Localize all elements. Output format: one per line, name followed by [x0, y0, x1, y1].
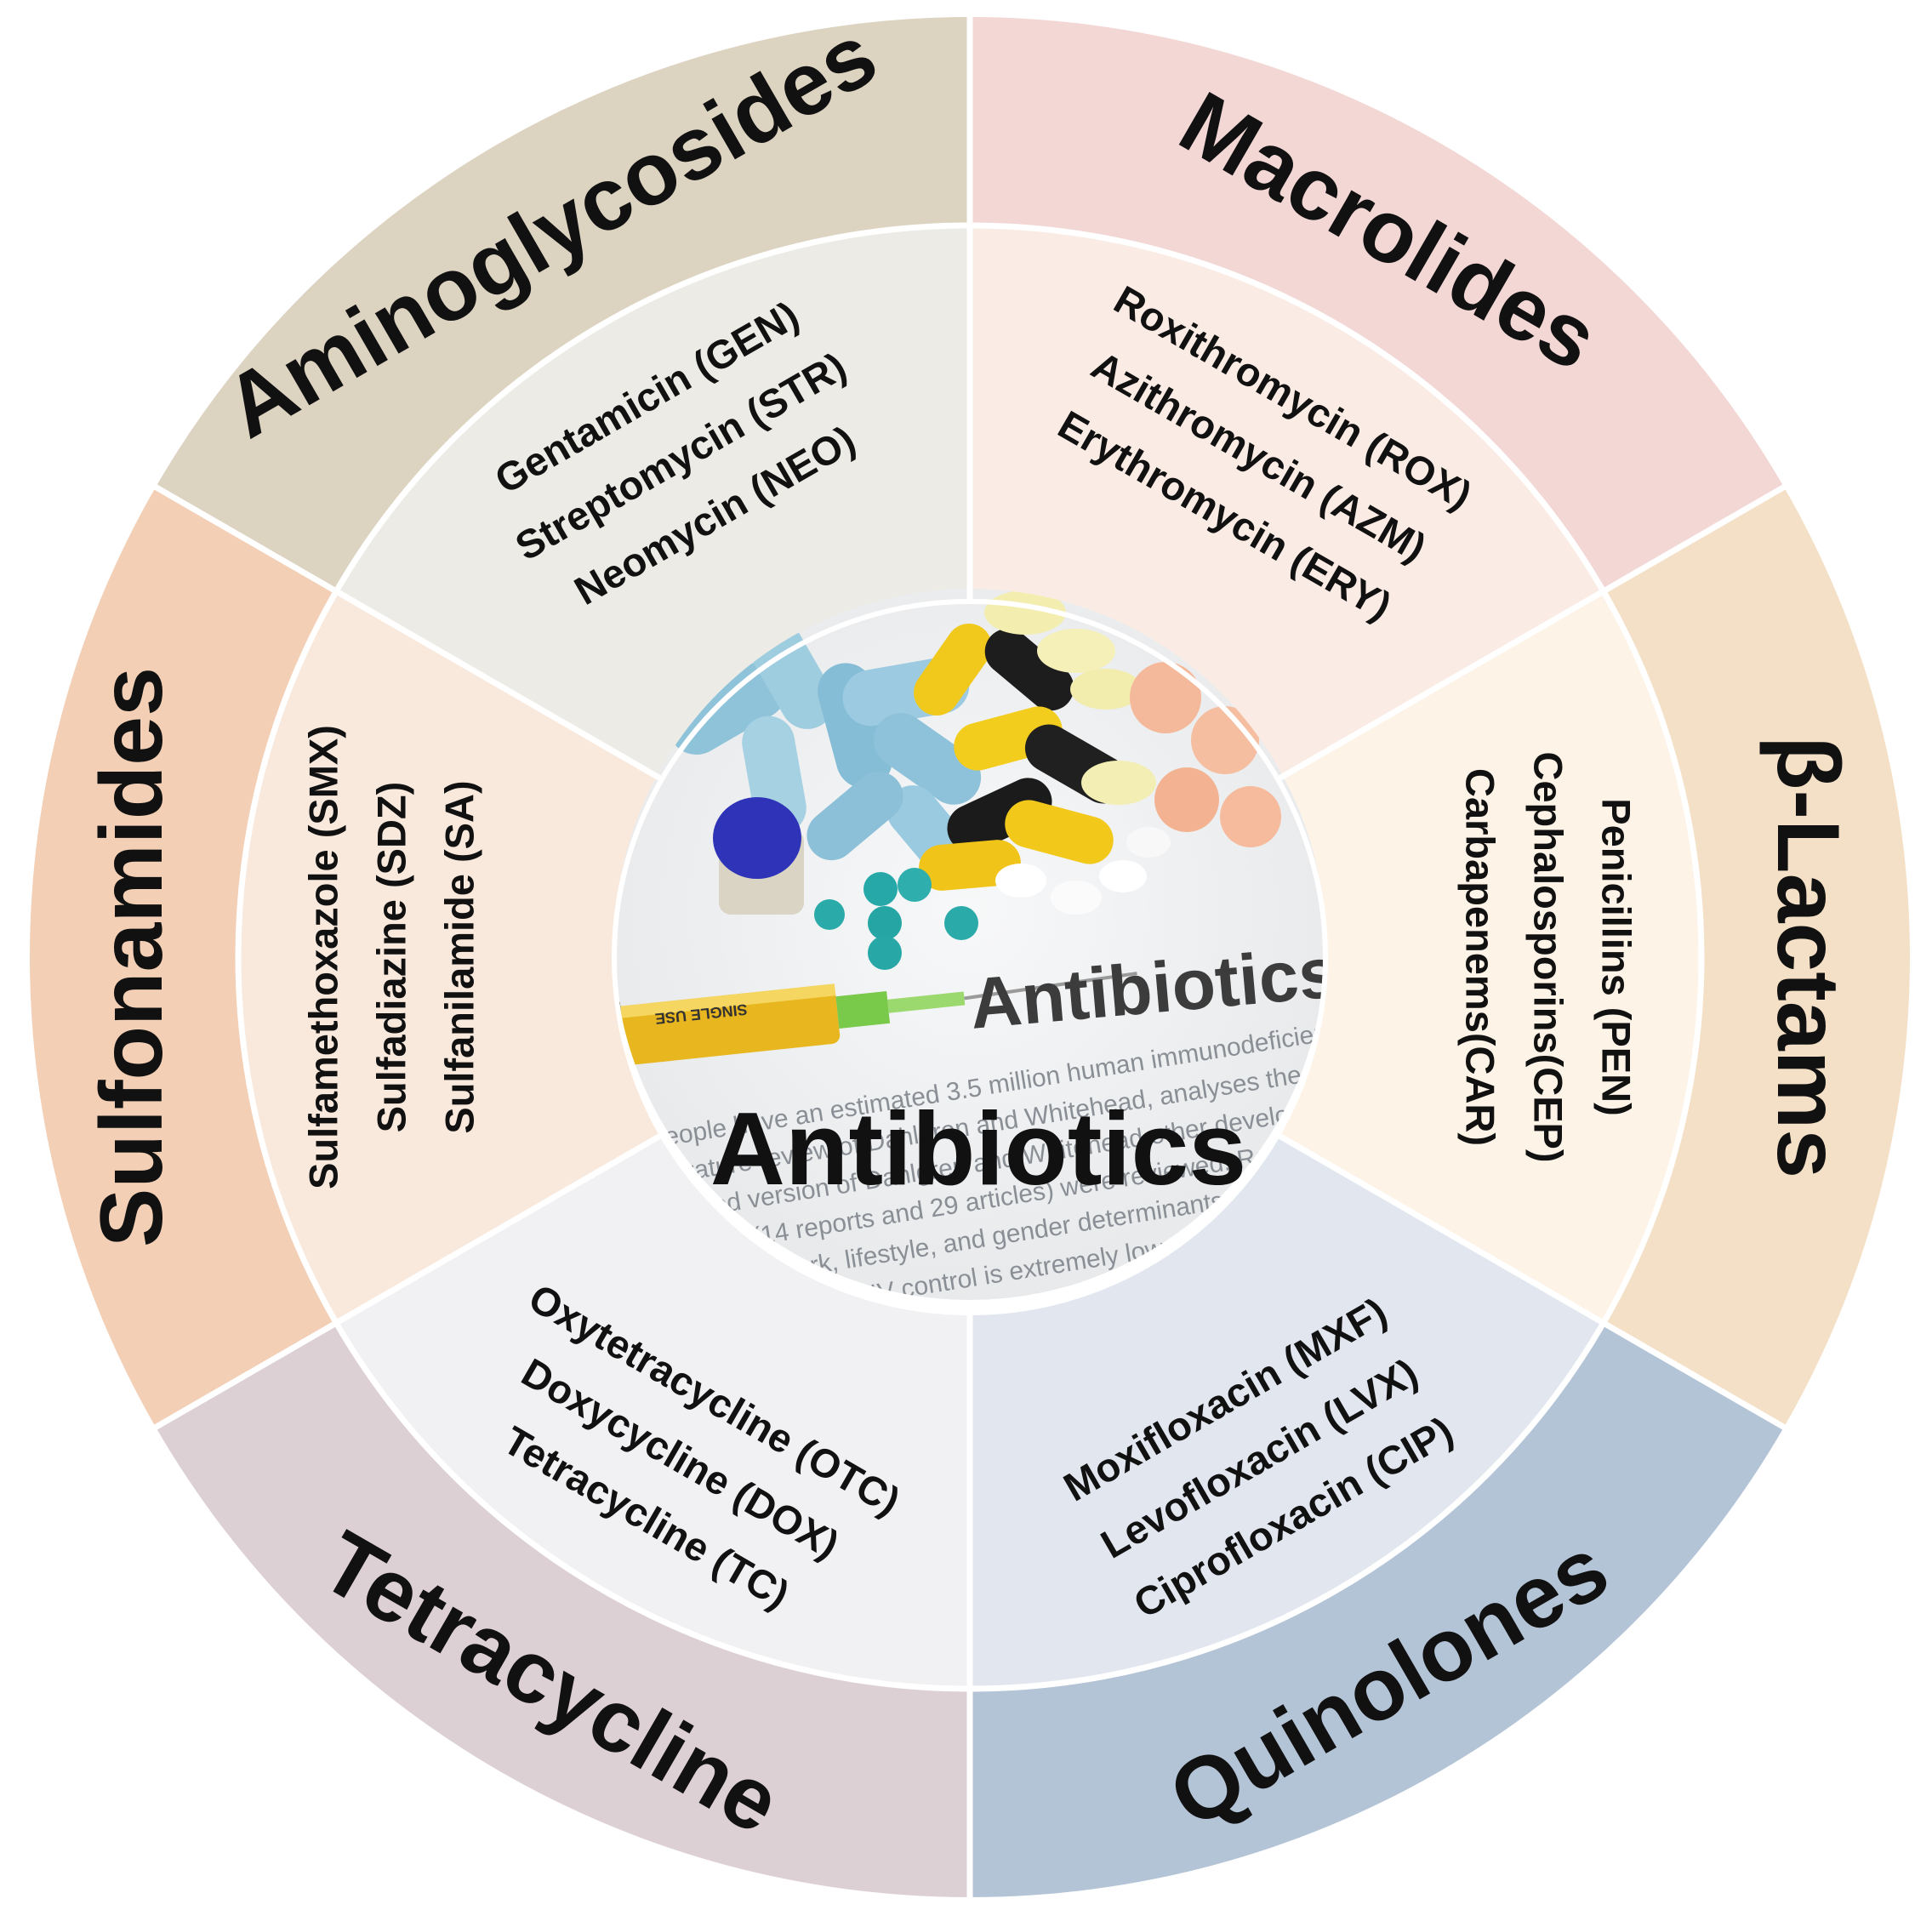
- sector-separators: [151, 14, 1789, 1901]
- inner-sector-sulfonamides: [237, 591, 663, 1323]
- inner-sector-aminoglycosides: [336, 225, 970, 779]
- inner-sector-tetracycline: [336, 1135, 970, 1689]
- drug-label-beta-lactams: Penicillins (PEN): [1594, 798, 1639, 1115]
- outer-sector-quinolones: [970, 1323, 1784, 1897]
- sector-divider: [151, 482, 664, 783]
- drug-label-sulfonamides: Sulfadiazine (SDZ): [369, 782, 414, 1133]
- outer-sector-sulfonamides: [29, 487, 337, 1428]
- drug-label-sulfonamides: Sulfanilamide (SA): [437, 780, 482, 1133]
- ring-divider: [235, 222, 1705, 1692]
- inner-sector-quinolones: [970, 1135, 1604, 1689]
- outer-sector-beta-lactams: [1603, 487, 1910, 1428]
- drug-label-beta-lactams: Carbapenems(CAR): [1458, 768, 1503, 1146]
- category-label-beta-lactams: β-Lactams: [1758, 736, 1857, 1178]
- inner-sector-macrolides: [970, 225, 1604, 779]
- outer-ring: [29, 17, 1910, 1897]
- sector-divider: [1276, 1132, 1789, 1432]
- outer-sector-macrolides: [970, 17, 1784, 591]
- center-title: Antibiotics: [710, 1091, 1246, 1206]
- center-border: [612, 599, 1328, 1315]
- category-label-sulfonamides: Sulfonamides: [83, 667, 181, 1247]
- drug-label-beta-lactams: Cephalosporins(CEP): [1526, 751, 1571, 1162]
- sector-divider: [1276, 482, 1789, 783]
- outer-sector-aminoglycosides: [156, 17, 970, 591]
- outer-sector-tetracycline: [156, 1323, 970, 1897]
- inner-ring: [237, 225, 1701, 1689]
- drug-label-sulfonamides: Sulfamethoxazole (SMX): [301, 725, 346, 1189]
- sector-divider: [151, 1132, 664, 1432]
- inner-sector-beta-lactams: [1277, 591, 1701, 1323]
